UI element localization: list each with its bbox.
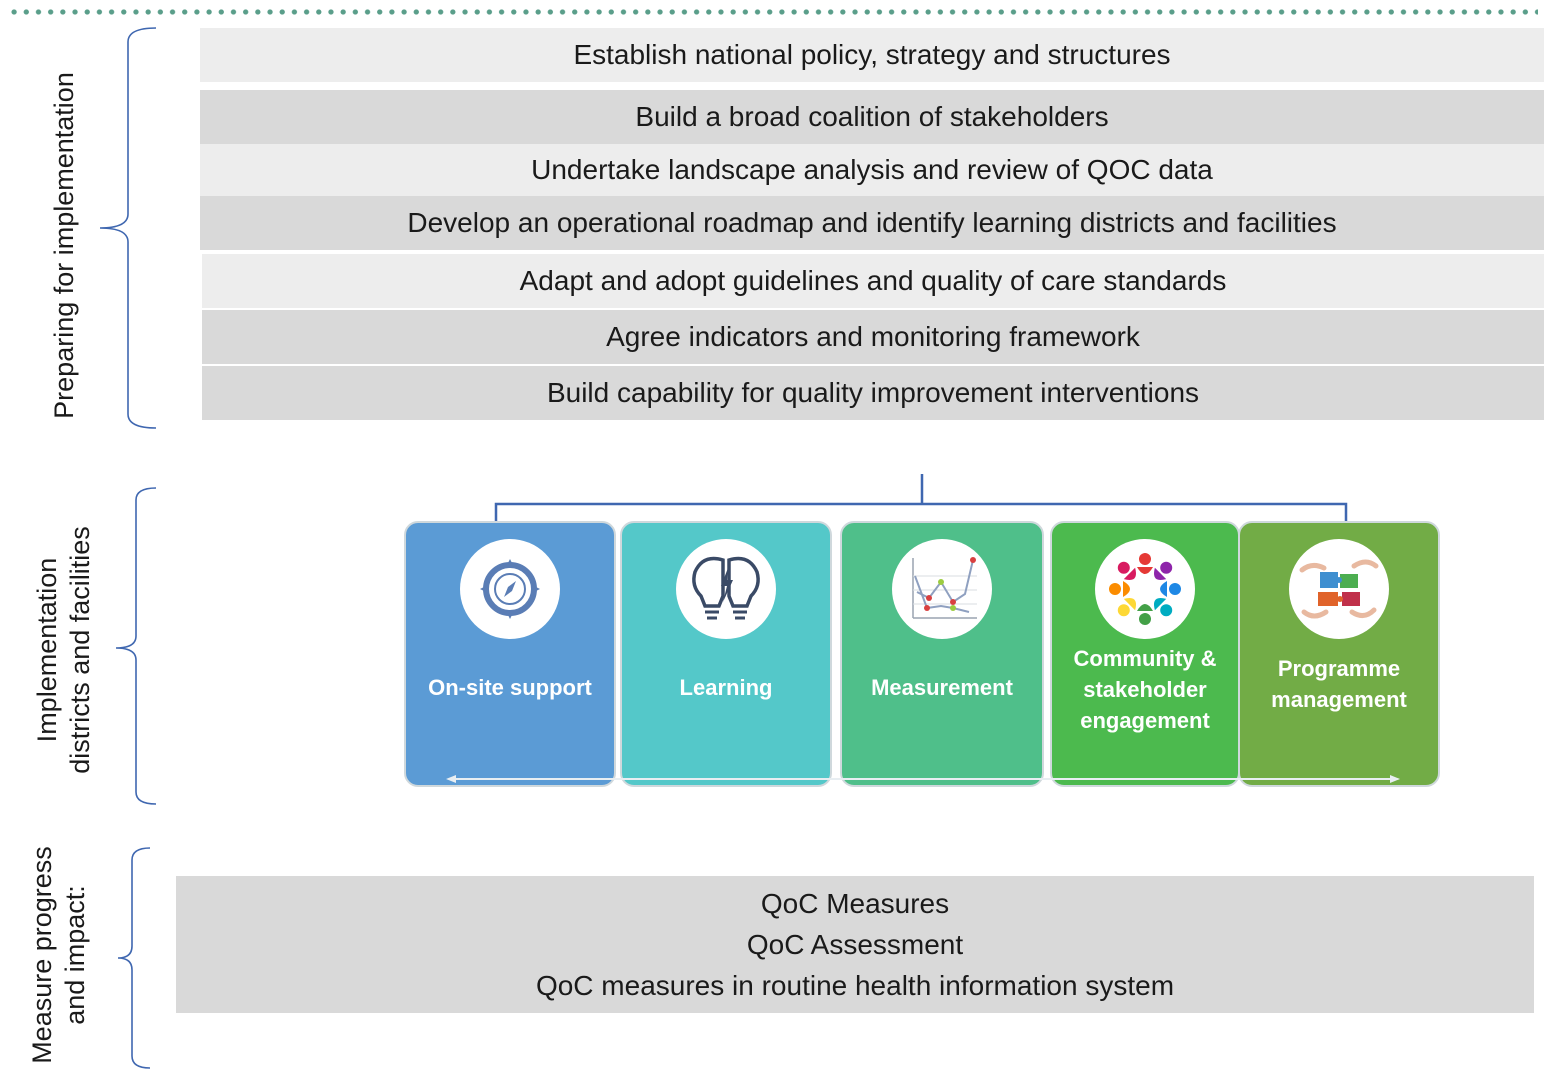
section-label-measure-line2: and impact: (60, 885, 91, 1025)
brace-preparing (99, 27, 157, 429)
card-measurement: Measurement (840, 521, 1044, 787)
section-label-implementation-line1: Implementation (32, 557, 62, 743)
card-label-community-line1: Community & (1073, 645, 1217, 671)
measure-item-routine-his: QoC measures in routine health informati… (535, 970, 1175, 1001)
section-label-measure: Measure progress and impact: (4, 830, 114, 1080)
brace-implementation (115, 487, 157, 805)
section-label-implementation: Implementation districts and facilities (18, 480, 110, 820)
step-establish-policy: Establish national policy, strategy and … (200, 28, 1544, 82)
step-agree-indicators: Agree indicators and monitoring framewor… (202, 310, 1544, 364)
card-label-measurement: Measurement (871, 674, 1013, 700)
card-label-learning: Learning (679, 674, 773, 700)
card-label-programme-line2: management (1271, 687, 1407, 712)
card-learning: Learning (620, 521, 832, 787)
card-label-community-line2: stakeholder (1083, 676, 1207, 702)
card-on-site-support: On-site support (404, 521, 616, 787)
measure-item-qoc-measures: QoC Measures (760, 888, 950, 919)
step-landscape-analysis: Undertake landscape analysis and review … (200, 144, 1544, 196)
card-programme-management: Programme management (1238, 521, 1440, 787)
puzzle-hands-icon (1289, 539, 1389, 639)
dotted-top-border (8, 8, 1538, 16)
section-label-implementation-line2: districts and facilities (65, 526, 95, 774)
step-build-capability: Build capability for quality improvement… (202, 366, 1544, 420)
card-label-community-line3: engagement (1080, 707, 1210, 733)
card-community-engagement: Community & stakeholder engagement (1050, 521, 1240, 787)
card-label-programme-line1: Programme (1277, 656, 1401, 681)
community-people-icon (1095, 539, 1195, 639)
line-chart-icon (892, 539, 992, 639)
measures-box: QoC Measures QoC Assessment QoC measures… (176, 876, 1534, 1013)
lightbulb-heads-icon (676, 539, 776, 639)
brace-measure (117, 847, 151, 1069)
step-operational-roadmap: Develop an operational roadmap and ident… (200, 196, 1544, 250)
step-build-coalition: Build a broad coalition of stakeholders (200, 90, 1544, 144)
section-label-measure-line1: Measure progress (27, 846, 58, 1064)
step-adapt-guidelines: Adapt and adopt guidelines and quality o… (202, 254, 1544, 308)
card-label-on-site-support: On-site support (428, 674, 592, 700)
compass-icon (460, 539, 560, 639)
section-label-preparing: Preparing for implementation (48, 71, 79, 419)
measure-item-qoc-assessment: QoC Assessment (746, 929, 964, 960)
